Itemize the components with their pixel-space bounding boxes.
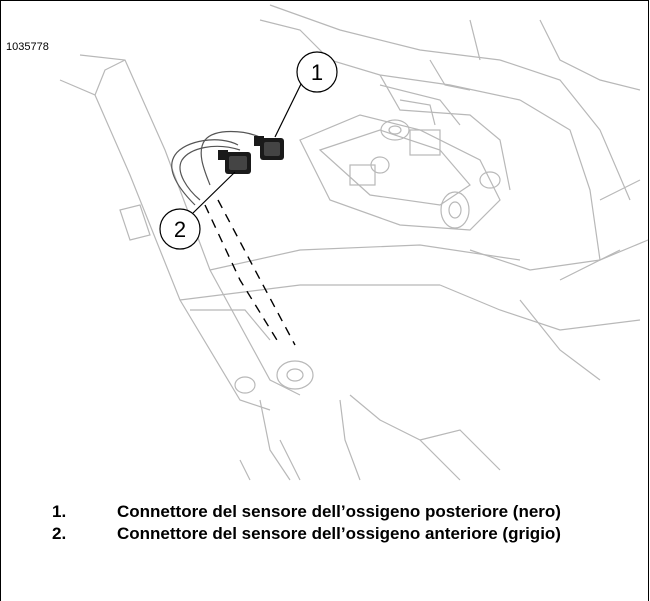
callout-2: 2 [159, 171, 236, 250]
legend-text: Connettore del sensore dell’ossigeno pos… [117, 502, 561, 521]
legend-number: 1. [52, 502, 67, 521]
callout-1: 1 [274, 51, 338, 138]
legend-number: 2. [52, 524, 67, 543]
wire-routing-dashed [204, 199, 296, 346]
figure-id: 1035778 [6, 41, 49, 53]
legend-item: 2. Connettore del sensore dell’ossigeno … [52, 523, 642, 545]
connector-front-grey [218, 150, 251, 174]
callout-1-number: 1 [311, 60, 323, 85]
sensor-wires [171, 130, 263, 206]
legend: 1. Connettore del sensore dell’ossigeno … [52, 501, 642, 545]
legend-text: Connettore del sensore dell’ossigeno ant… [117, 524, 561, 543]
callout-2-number: 2 [174, 217, 186, 242]
connector-rear-black [254, 136, 284, 160]
frame-line-art [59, 4, 649, 481]
legend-item: 1. Connettore del sensore dell’ossigeno … [52, 501, 642, 523]
frame-illustration: 1 2 [59, 4, 649, 481]
